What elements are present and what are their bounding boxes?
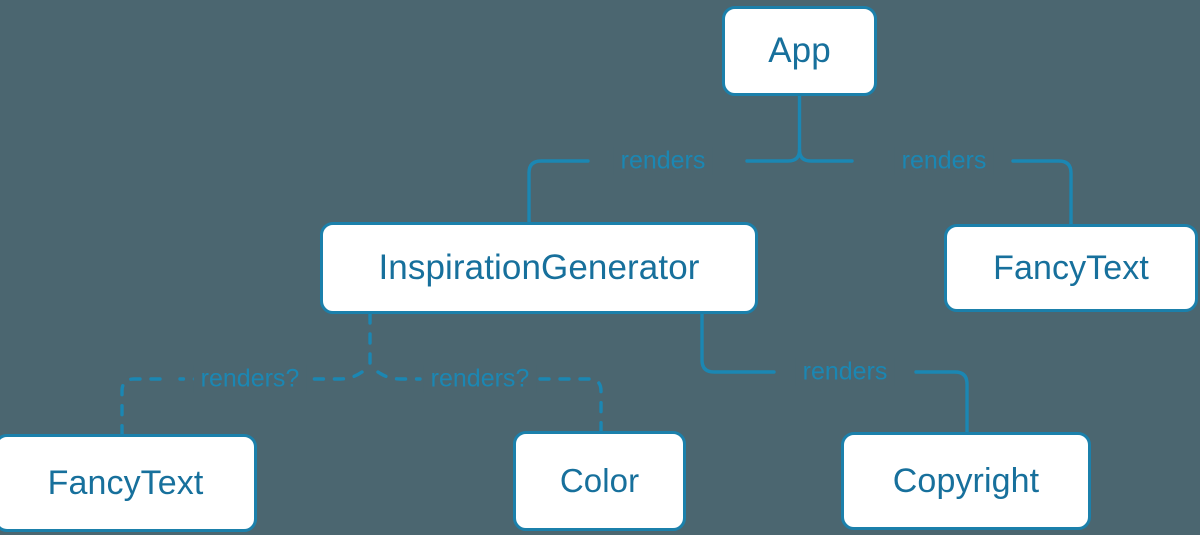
edge-inspirationgenerator-to-fancytext-optional (178, 370, 364, 381)
node-copyright[interactable]: Copyright (841, 432, 1091, 530)
node-fancytext-top-label: FancyText (993, 248, 1149, 287)
node-inspirationgenerator-label: InspirationGenerator (378, 248, 700, 287)
node-color[interactable]: Color (513, 431, 686, 531)
edge-inspirationgenerator-to-copyright (914, 370, 969, 434)
node-app-label: App (768, 31, 831, 70)
node-color-label: Color (559, 462, 640, 499)
edge-label-inspirationgenerator-to-color: renders? (423, 364, 537, 394)
edge-label-inspirationgenerator-to-fancytext: renders? (193, 364, 307, 394)
edge-app-stem-right (797, 148, 854, 163)
edge-app-stem (745, 94, 802, 163)
node-fancytext-top[interactable]: FancyText (944, 224, 1198, 312)
node-inspirationgenerator[interactable]: InspirationGenerator (320, 222, 758, 314)
node-app[interactable]: App (722, 6, 877, 96)
edge-app-to-inspirationgenerator (527, 159, 590, 224)
edge-inspirationgenerator-to-color-optional-drop (538, 377, 603, 433)
node-fancytext-bottom[interactable]: FancyText (0, 434, 257, 532)
edge-label-app-to-inspirationgenerator: renders (613, 146, 713, 176)
edge-inspirationgenerator-to-fancytext-optional-drop (120, 377, 162, 436)
edge-inspirationgenerator-to-copyright-stem (700, 312, 776, 374)
edge-app-to-fancytext (1011, 159, 1073, 226)
node-copyright-label: Copyright (892, 461, 1040, 500)
edge-label-app-to-fancytext: renders (894, 146, 994, 176)
node-fancytext-bottom-label: FancyText (47, 463, 204, 502)
edge-label-inspirationgenerator-to-copyright: renders (795, 357, 895, 387)
edge-inspirationgenerator-to-color-optional (376, 370, 422, 381)
